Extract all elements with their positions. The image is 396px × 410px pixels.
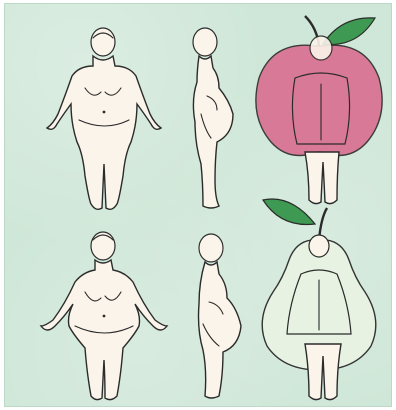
apple-leaf-icon <box>323 18 375 45</box>
apple-front-figure <box>47 28 161 209</box>
apple-side-figure <box>193 28 233 208</box>
pear-side-figure <box>199 234 242 398</box>
apple-back-figure <box>256 16 382 204</box>
body-shape-illustration <box>5 4 392 407</box>
pear-front-figure <box>41 232 167 400</box>
apple-icon <box>256 45 382 155</box>
illustration-panel <box>4 3 392 407</box>
pear-leaf-icon <box>263 199 315 225</box>
pear-back-figure <box>262 199 376 400</box>
